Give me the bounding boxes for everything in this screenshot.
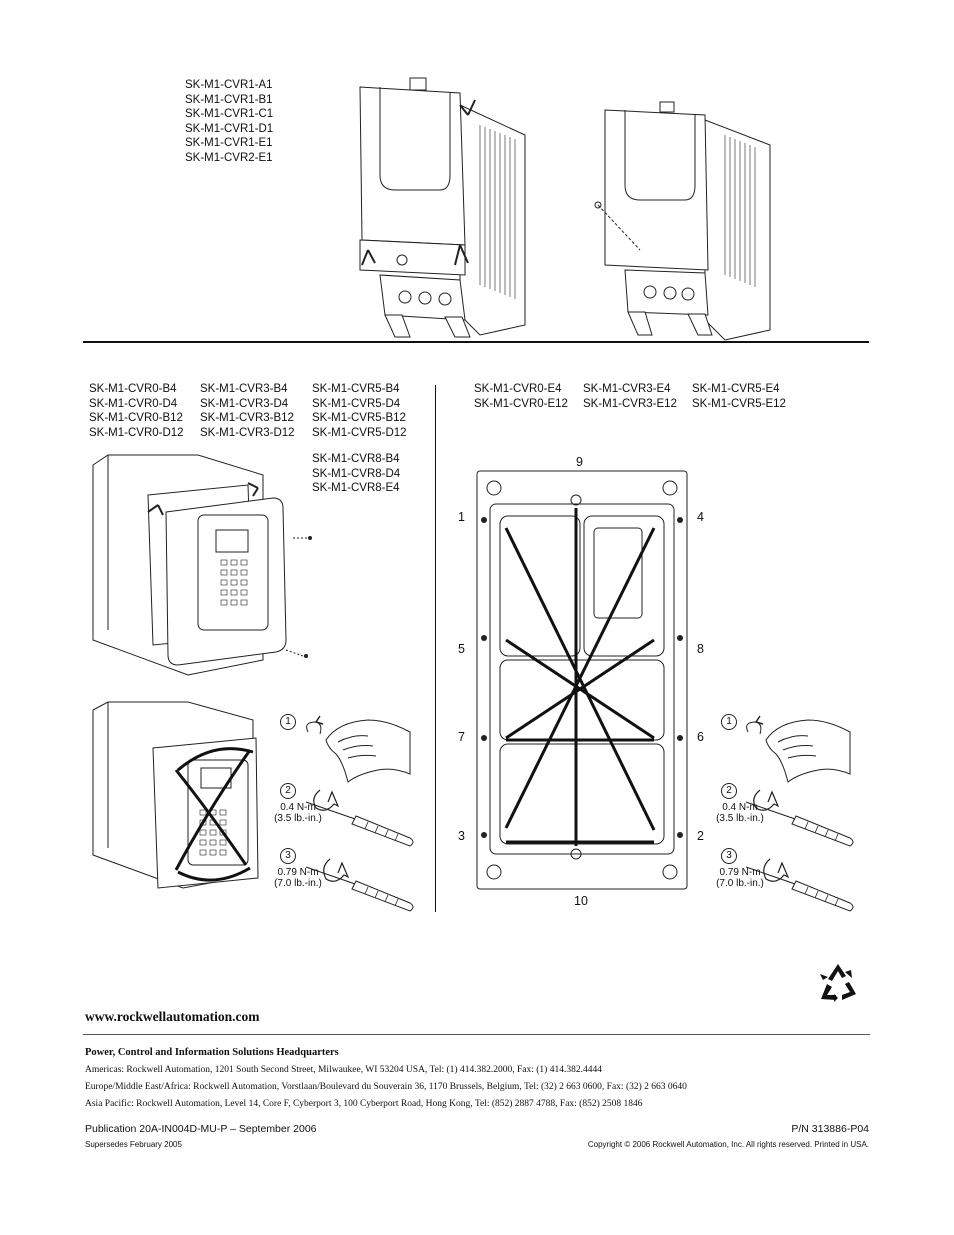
step-number: 2 <box>726 785 732 796</box>
screwdriver-icon <box>305 858 414 912</box>
section-divider <box>83 341 869 343</box>
part-number: SK-M1-CVR0-B12 <box>89 412 183 424</box>
torque-lbin: (3.5 lb.-in.) <box>716 813 764 824</box>
part-number: SK-M1-CVR5-D12 <box>312 426 407 439</box>
copyright-note: Copyright © 2006 Rockwell Automation, In… <box>587 1140 869 1149</box>
step-circle: 1 <box>721 714 737 730</box>
recycle-icon <box>820 964 856 1002</box>
torque-lbin: (7.0 lb.-in.) <box>716 878 764 889</box>
part-number: SK-M1-CVR3-D4 <box>200 397 289 410</box>
sequence-number: 6 <box>697 730 704 744</box>
torque-nm: 0.79 N-m <box>277 867 319 878</box>
part-number: SK-M1-CVR3-B4 <box>200 383 288 395</box>
sequence-number: 8 <box>697 642 704 656</box>
step-number: 3 <box>285 850 291 861</box>
sequence-number: 9 <box>576 455 583 469</box>
step-number: 2 <box>285 785 291 796</box>
address-asia: Asia Pacific: Rockwell Automation, Level… <box>85 1099 643 1109</box>
left-parts-col4: SK-M1-CVR8-B4 SK-M1-CVR8-D4 SK-M1-CVR8-E… <box>312 452 400 496</box>
sequence-number: 3 <box>458 829 465 843</box>
torque-lbin: (7.0 lb.-in.) <box>274 878 322 889</box>
supersedes-note: Supersedes February 2005 <box>85 1140 182 1149</box>
part-number: SK-M1-CVR5-D4 <box>312 397 401 410</box>
part-number: SK-M1-CVR0-E4 <box>474 383 562 395</box>
footer-divider <box>83 1034 870 1035</box>
part-number: SK-M1-CVR2-E1 <box>185 151 273 164</box>
part-number: SK-M1-CVR3-E4 <box>583 383 671 395</box>
website-url[interactable]: www.rockwellautomation.com <box>85 1009 260 1024</box>
top-part-list: SK-M1-CVR1-A1 SK-M1-CVR1-B1 SK-M1-CVR1-C… <box>185 78 273 165</box>
part-number: SK-M1-CVR1-C1 <box>185 108 274 120</box>
part-number: SK-M1-CVR0-D4 <box>89 397 178 410</box>
part-number: SK-M1-CVR1-A1 <box>185 79 273 91</box>
drive-cover-removal-illustration <box>359 77 526 338</box>
part-number-footer: P/N 313886-P04 <box>791 1123 869 1135</box>
part-number: SK-M1-CVR1-B1 <box>185 93 273 106</box>
left-parts-col3: SK-M1-CVR5-B4 SK-M1-CVR5-D4 SK-M1-CVR5-B… <box>312 382 407 440</box>
step-number: 1 <box>285 716 291 727</box>
right-parts-col1: SK-M1-CVR0-E4 SK-M1-CVR0-E12 <box>474 382 568 411</box>
part-number: SK-M1-CVR3-D12 <box>200 426 295 439</box>
part-number: SK-M1-CVR0-E12 <box>474 397 568 410</box>
left-parts-col2: SK-M1-CVR3-B4 SK-M1-CVR3-D4 SK-M1-CVR3-B… <box>200 382 295 440</box>
step-circle: 1 <box>280 714 296 730</box>
torque-spec: 0.79 N-m (7.0 lb.-in.) <box>268 867 328 889</box>
torque-spec: 0.4 N-m (3.5 lb.-in.) <box>710 802 770 824</box>
part-number: SK-M1-CVR8-D4 <box>312 467 401 480</box>
part-number: SK-M1-CVR5-E4 <box>692 383 780 395</box>
part-number: SK-M1-CVR1-E1 <box>185 137 273 149</box>
sequence-number: 2 <box>697 829 704 843</box>
sequence-number: 10 <box>574 894 588 908</box>
hand-pressing-cover-icon <box>746 715 851 783</box>
address-americas: Americas: Rockwell Automation, 1201 Sout… <box>85 1065 602 1075</box>
hq-title: Power, Control and Information Solutions… <box>85 1047 339 1058</box>
drive-cover-installed-illustration <box>594 101 771 341</box>
publication-number: Publication 20A-IN004D-MU-P – September … <box>85 1123 317 1135</box>
step-circle: 3 <box>721 848 737 864</box>
sequence-number: 4 <box>697 510 704 524</box>
sequence-number: 1 <box>458 510 465 524</box>
step-circle: 3 <box>280 848 296 864</box>
left-parts-col1: SK-M1-CVR0-B4 SK-M1-CVR0-D4 SK-M1-CVR0-B… <box>89 382 184 440</box>
torque-nm: 0.79 N-m <box>719 867 761 878</box>
part-number: SK-M1-CVR0-B4 <box>89 383 177 395</box>
part-number: SK-M1-CVR0-D12 <box>89 426 184 439</box>
torque-nm: 0.4 N-m <box>280 802 316 813</box>
sequence-number: 5 <box>458 642 465 656</box>
drive-front-cover-tighten-illustration <box>92 701 259 889</box>
step-circle: 2 <box>721 783 737 799</box>
part-number: SK-M1-CVR1-D1 <box>185 122 274 135</box>
part-number: SK-M1-CVR5-B4 <box>312 383 400 395</box>
torque-spec: 0.4 N-m (3.5 lb.-in.) <box>268 802 328 824</box>
part-number: SK-M1-CVR3-E12 <box>583 397 677 410</box>
step-number: 3 <box>726 850 732 861</box>
torque-nm: 0.4 N-m <box>722 802 758 813</box>
sequence-number: 7 <box>458 730 465 744</box>
screwdriver-icon <box>745 858 854 912</box>
step-number: 1 <box>726 716 732 727</box>
drive-front-cover-exploded-illustration <box>92 454 312 676</box>
cover-tightening-sequence-diagram <box>476 470 688 890</box>
part-number: SK-M1-CVR8-B4 <box>312 453 400 465</box>
part-number: SK-M1-CVR8-E4 <box>312 482 400 494</box>
vertical-divider <box>435 385 436 912</box>
step-circle: 2 <box>280 783 296 799</box>
screwdriver-icon <box>305 789 414 847</box>
torque-lbin: (3.5 lb.-in.) <box>274 813 322 824</box>
right-parts-col3: SK-M1-CVR5-E4 SK-M1-CVR5-E12 <box>692 382 786 411</box>
torque-spec: 0.79 N-m (7.0 lb.-in.) <box>710 867 770 889</box>
hand-pressing-cover-icon <box>306 715 411 783</box>
right-parts-col2: SK-M1-CVR3-E4 SK-M1-CVR3-E12 <box>583 382 677 411</box>
part-number: SK-M1-CVR5-E12 <box>692 397 786 410</box>
address-europe: Europe/Middle East/Africa: Rockwell Auto… <box>85 1082 687 1092</box>
screwdriver-icon <box>745 789 854 847</box>
part-number: SK-M1-CVR3-B12 <box>200 412 294 424</box>
part-number: SK-M1-CVR5-B12 <box>312 412 406 424</box>
